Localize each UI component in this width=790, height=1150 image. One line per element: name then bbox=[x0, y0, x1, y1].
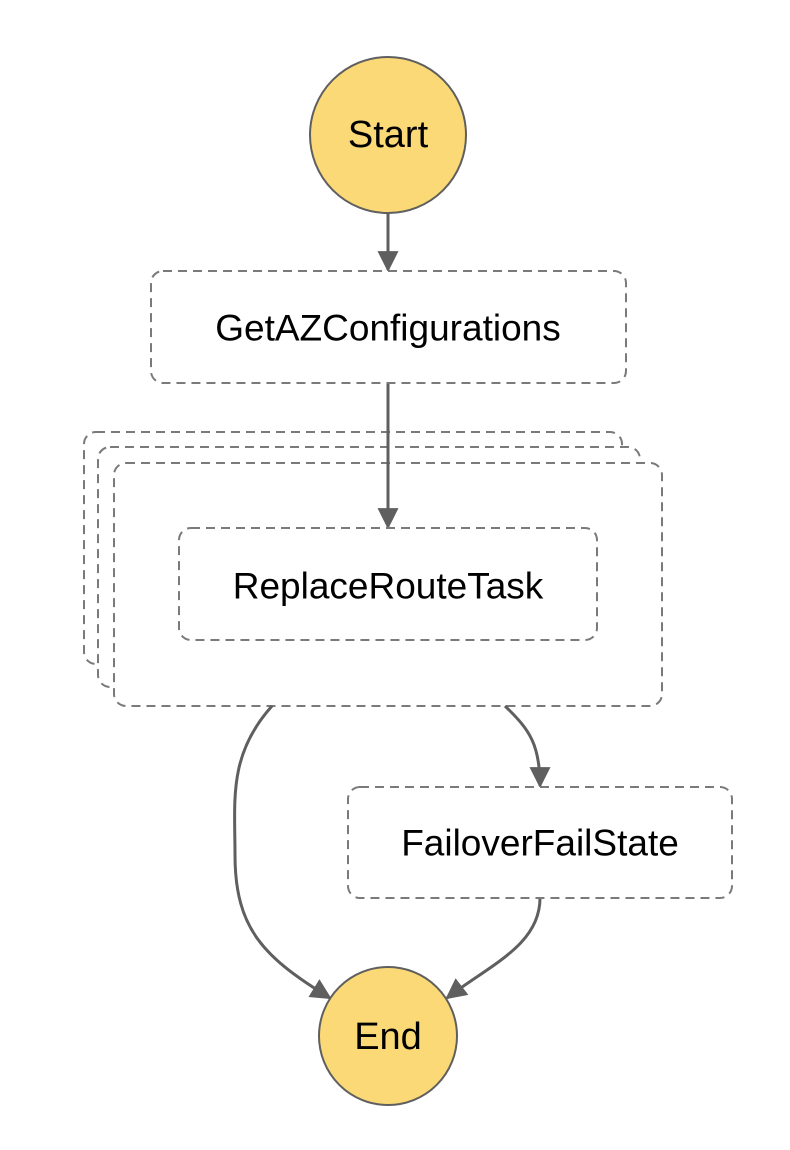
replaceroutetask-box bbox=[178, 527, 598, 641]
failoverfailstate-box bbox=[347, 786, 733, 899]
end-node-circle bbox=[318, 966, 458, 1106]
getazconfigurations-node[interactable]: GetAZConfigurations bbox=[150, 270, 627, 384]
failoverfailstate-label: FailoverFailState bbox=[401, 823, 679, 864]
start-node-label: Start bbox=[348, 114, 429, 156]
edge-map-to-failoverfailstate bbox=[503, 704, 551, 789]
getazconfigurations-label: GetAZConfigurations bbox=[215, 308, 561, 349]
edges bbox=[233, 213, 551, 1000]
failoverfailstate-node[interactable]: FailoverFailState bbox=[347, 786, 733, 899]
edge-failoverfailstate-to-end bbox=[445, 897, 542, 1000]
end-node-label: End bbox=[354, 1016, 422, 1058]
edge-map-to-end bbox=[233, 704, 332, 1000]
start-node-circle bbox=[309, 56, 467, 214]
replaceroutetask-node[interactable]: ReplaceRouteTask bbox=[178, 527, 598, 641]
end-node[interactable]: End bbox=[318, 966, 458, 1106]
replaceroutetask-label: ReplaceRouteTask bbox=[233, 566, 544, 607]
start-node[interactable]: Start bbox=[309, 56, 467, 214]
getazconfigurations-box bbox=[150, 270, 627, 384]
